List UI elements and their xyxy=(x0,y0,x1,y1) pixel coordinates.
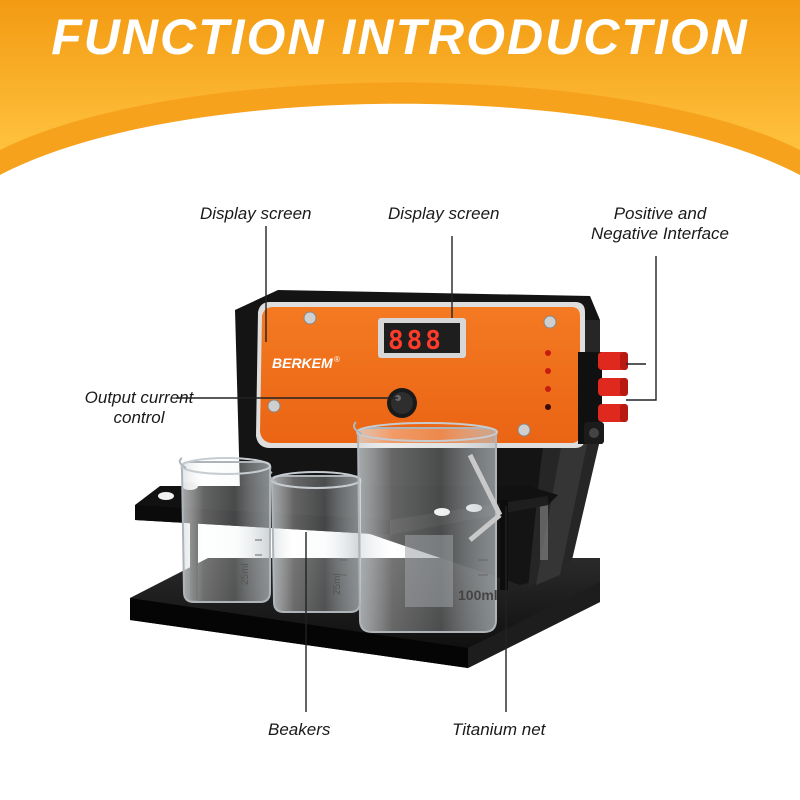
leader-interface xyxy=(626,256,657,401)
terminal-red-2 xyxy=(598,378,628,396)
callout-output-line1: Output current xyxy=(84,388,194,407)
control-panel xyxy=(256,302,585,448)
callout-titanium-net: Titanium net xyxy=(452,720,546,739)
callout-interface-line1: Positive and xyxy=(613,204,707,223)
device-brand: BERKEM xyxy=(272,355,333,371)
callout-output-line2: control xyxy=(113,408,165,427)
callout-display-screen-center: Display screen xyxy=(388,204,500,223)
device-display-digits: 888 xyxy=(388,326,444,356)
terminal-block xyxy=(578,352,628,444)
callout-interface-line2: Negative Interface xyxy=(591,224,729,243)
callout-beakers: Beakers xyxy=(268,720,331,739)
titanium-net-mesh xyxy=(405,535,453,607)
banner-title: FUNCTION INTRODUCTION xyxy=(51,9,749,65)
terminal-red-1 xyxy=(598,352,628,370)
device-brand-mark: ® xyxy=(334,355,340,364)
terminal-red-3 xyxy=(598,404,628,422)
callout-interface: Positive and Negative Interface xyxy=(570,204,750,244)
beaker-large xyxy=(353,421,503,633)
beaker-label-large: 100ml xyxy=(458,587,498,603)
beaker-label-small-2: 25ml xyxy=(332,573,343,595)
callout-output-control: Output current control xyxy=(64,388,214,428)
beaker-small-2 xyxy=(268,471,362,613)
leader-lines xyxy=(176,226,657,712)
beaker-label-small-1: 25ml xyxy=(240,563,251,585)
header-banner xyxy=(0,0,800,175)
callout-display-screen-left: Display screen xyxy=(200,204,312,223)
beaker-small-1 xyxy=(178,457,272,603)
